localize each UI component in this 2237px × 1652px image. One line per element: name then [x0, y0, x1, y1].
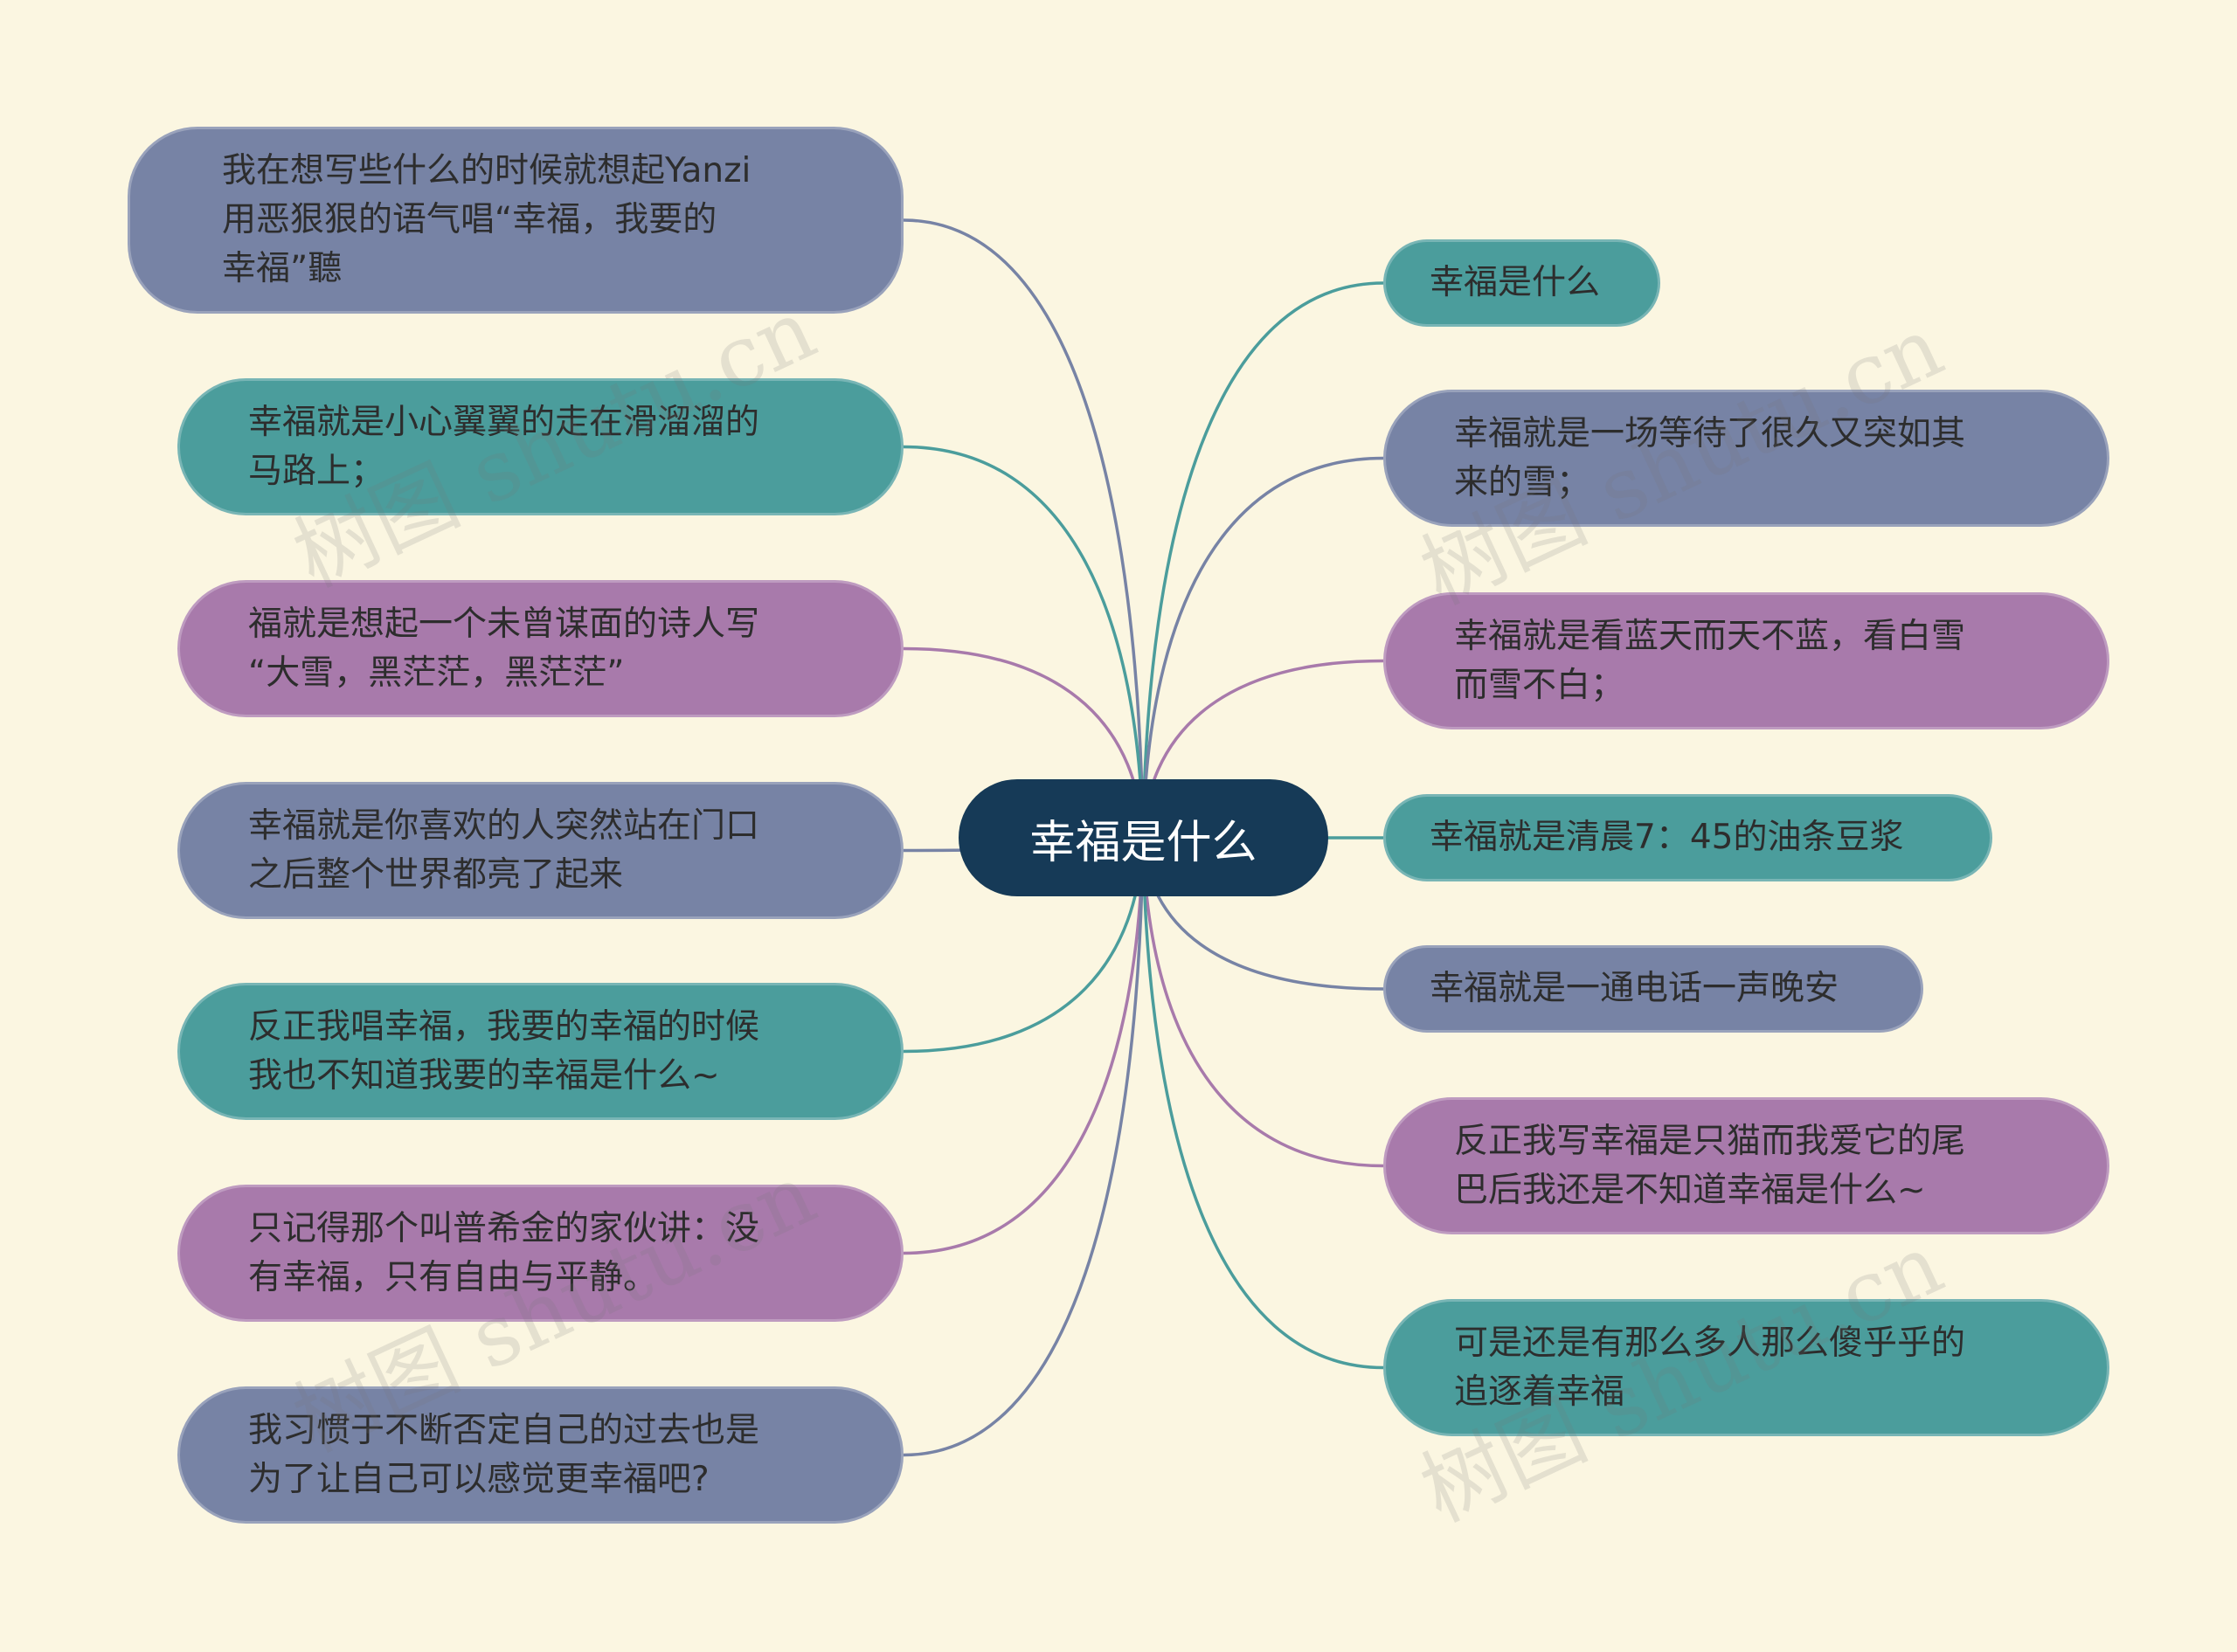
left-branch-node-4[interactable]: 幸福就是你喜欢的人突然站在门口 之后整个世界都亮了起来	[177, 782, 904, 919]
left-branch-node-3[interactable]: 福就是想起一个未曾谋面的诗人写 “大雪，黑茫茫，黑茫茫”	[177, 580, 904, 717]
left-connector-1	[903, 218, 1145, 839]
right-connector-6	[1141, 837, 1384, 1168]
branch-label: 我习惯于不断否定自己的过去也是 为了让自己可以感觉更幸福吧?	[248, 1410, 760, 1499]
right-branch-node-6[interactable]: 反正我写幸福是只猫而我爱它的尾 巴后我还是不知道幸福是什么~	[1383, 1097, 2109, 1234]
left-connector-7	[903, 837, 1145, 1457]
branch-label: 幸福就是一场等待了很久又突如其 来的雪；	[1454, 413, 1966, 502]
left-branch-node-6[interactable]: 只记得那个叫普希金的家伙讲：没 有幸福，只有自由与平静。	[177, 1185, 904, 1322]
right-branch-node-7[interactable]: 可是还是有那么多人那么傻乎乎的 追逐着幸福	[1383, 1299, 2109, 1436]
right-branch-node-5[interactable]: 幸福就是一通电话一声晚安	[1383, 945, 1923, 1033]
left-branch-node-5[interactable]: 反正我唱幸福，我要的幸福的时候 我也不知道我要的幸福是什么~	[177, 983, 904, 1120]
branch-label: 可是还是有那么多人那么傻乎乎的 追逐着幸福	[1454, 1323, 1966, 1412]
right-connector-1	[1141, 281, 1384, 839]
right-connector-2	[1141, 456, 1384, 839]
central-topic-label: 幸福是什么	[1029, 816, 1257, 869]
central-topic[interactable]: 幸福是什么	[959, 779, 1328, 896]
left-connector-6	[903, 837, 1145, 1255]
branch-label: 幸福就是清晨7：45的油条豆浆	[1430, 818, 1904, 857]
left-connector-2	[903, 445, 1145, 839]
branch-label: 幸福就是你喜欢的人突然站在门口 之后整个世界都亮了起来	[248, 805, 760, 895]
branch-label: 我在想写些什么的时候就想起Yanzi 用恶狠狠的语气唱“幸福，我要的 幸福”聽	[222, 151, 751, 288]
left-branch-node-7[interactable]: 我习惯于不断否定自己的过去也是 为了让自己可以感觉更幸福吧?	[177, 1386, 904, 1524]
branch-label: 幸福是什么	[1430, 263, 1601, 302]
branch-label: 幸福就是小心翼翼的走在滑溜溜的 马路上；	[248, 402, 760, 491]
branch-label: 只记得那个叫普希金的家伙讲：没 有幸福，只有自由与平静。	[248, 1208, 760, 1297]
right-branch-node-3[interactable]: 幸福就是看蓝天而天不蓝，看白雪 而雪不白；	[1383, 592, 2109, 729]
right-branch-node-2[interactable]: 幸福就是一场等待了很久又突如其 来的雪；	[1383, 390, 2109, 527]
branch-label: 反正我写幸福是只猫而我爱它的尾 巴后我还是不知道幸福是什么~	[1454, 1121, 1966, 1210]
branch-label: 幸福就是看蓝天而天不蓝，看白雪 而雪不白；	[1454, 616, 1966, 705]
branch-label: 反正我唱幸福，我要的幸福的时候 我也不知道我要的幸福是什么~	[248, 1006, 760, 1096]
left-branch-node-2[interactable]: 幸福就是小心翼翼的走在滑溜溜的 马路上；	[177, 378, 904, 515]
right-connector-7	[1141, 837, 1384, 1370]
right-branch-node-1[interactable]: 幸福是什么	[1383, 239, 1660, 327]
branch-label: 福就是想起一个未曾谋面的诗人写 “大雪，黑茫茫，黑茫茫”	[248, 604, 760, 693]
branch-label: 幸福就是一通电话一声晚安	[1430, 969, 1839, 1008]
right-branch-node-4[interactable]: 幸福就是清晨7：45的油条豆浆	[1383, 794, 1992, 881]
left-branch-node-1[interactable]: 我在想写些什么的时候就想起Yanzi 用恶狠狠的语气唱“幸福，我要的 幸福”聽	[128, 127, 904, 314]
